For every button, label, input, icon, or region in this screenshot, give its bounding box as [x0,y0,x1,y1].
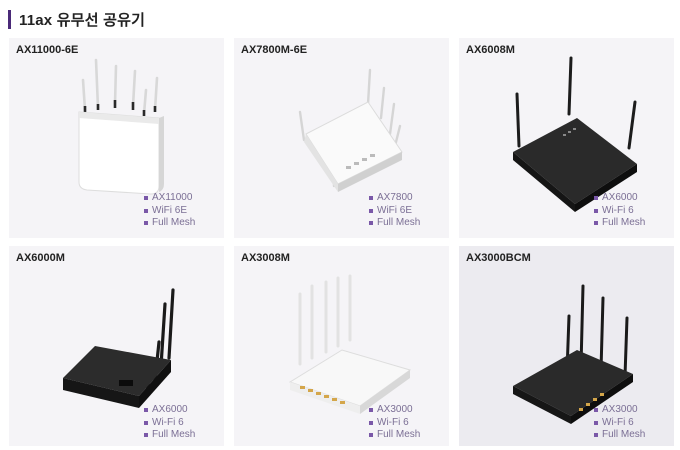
feature-item: AX3000 [594,404,645,417]
bullet-icon [369,408,373,413]
product-name[interactable]: AX11000-6E [16,44,79,56]
product-grid: AX11000-6E AX11000 WiFi 6E Full Mesh [9,38,679,448]
feature-item: AX3000 [369,404,420,417]
feature-item: Full Mesh [594,217,645,230]
bullet-icon [369,196,373,201]
bullet-icon [144,433,148,438]
black-router-image [513,284,633,424]
bullet-icon [144,208,148,213]
product-card[interactable]: AX6000M AX6000 Wi-Fi 6 Full Mesh [9,246,224,446]
product-card[interactable]: AX6008M AX6000 Wi-Fi 6 Full Mesh [459,38,674,238]
feature-list: AX3000 Wi-Fi 6 Full Mesh [369,404,420,442]
feature-item: Full Mesh [369,429,420,442]
bullet-icon [594,196,598,201]
feature-item: Wi-Fi 6 [594,417,645,430]
bullet-icon [144,408,148,413]
feature-item: Wi-Fi 6 [369,417,420,430]
feature-list: AX11000 WiFi 6E Full Mesh [144,192,195,230]
bullet-icon [594,208,598,213]
feature-item: AX6000 [594,192,645,205]
feature-item: Full Mesh [144,429,195,442]
bullet-icon [594,221,598,226]
bullet-icon [144,420,148,425]
feature-list: AX7800 WiFi 6E Full Mesh [369,192,420,230]
feature-item: AX11000 [144,192,195,205]
product-name[interactable]: AX7800M-6E [241,44,308,56]
black-router-image [63,288,175,408]
section-header: 11ax 유무선 공유기 [8,6,145,32]
section-title: 11ax 유무선 공유기 [19,11,146,29]
product-card[interactable]: AX3008M AX3000 Wi-Fi 6 Full Mesh [234,246,449,446]
feature-item: Wi-Fi 6 [144,417,195,430]
feature-list: AX6000 Wi-Fi 6 Full Mesh [144,404,195,442]
bullet-icon [369,420,373,425]
white-router-image [288,274,412,414]
bullet-icon [594,433,598,438]
feature-item: WiFi 6E [369,205,420,218]
feature-list: AX6000 Wi-Fi 6 Full Mesh [594,192,645,230]
feature-item: AX7800 [369,192,420,205]
black-router-image [513,56,637,212]
bullet-icon [594,408,598,413]
product-card[interactable]: AX11000-6E AX11000 WiFi 6E Full Mesh [9,38,224,238]
product-name[interactable]: AX6008M [466,44,515,56]
header-accent-bar [8,9,11,29]
feature-item: Full Mesh [369,217,420,230]
feature-list: AX3000 Wi-Fi 6 Full Mesh [594,404,645,442]
product-name[interactable]: AX3008M [241,252,290,264]
product-name[interactable]: AX6000M [16,252,65,264]
product-name[interactable]: AX3000BCM [466,252,531,264]
feature-item: Wi-Fi 6 [594,205,645,218]
bullet-icon [369,221,373,226]
bullet-icon [594,420,598,425]
bullet-icon [144,196,148,201]
feature-item: AX6000 [144,404,195,417]
bullet-icon [369,208,373,213]
product-card[interactable]: AX3000BCM AX3000 Wi-Fi 6 Full Mesh [459,246,674,446]
white-tower-router-image [78,58,164,195]
feature-item: Full Mesh [144,217,195,230]
bullet-icon [144,221,148,226]
feature-item: WiFi 6E [144,205,195,218]
product-card[interactable]: AX7800M-6E AX7800 WiFi 6E Full Mesh [234,38,449,238]
white-flat-router-image [298,68,403,192]
bullet-icon [369,433,373,438]
feature-item: Full Mesh [594,429,645,442]
